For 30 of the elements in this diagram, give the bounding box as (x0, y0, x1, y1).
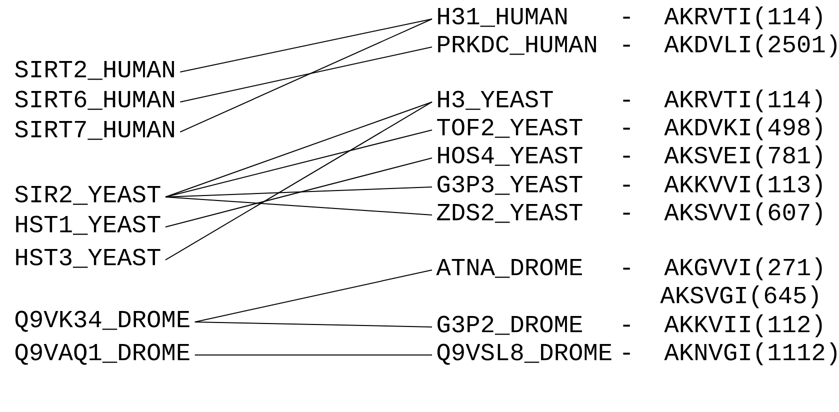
site-label: TOF2_YEAST - AKDVKI(498) (437, 117, 822, 140)
connector-line (180, 18, 432, 132)
site-label: H3_YEAST - AKRVTI(114) (438, 89, 822, 112)
connector-line (164, 158, 432, 228)
site-label: G3P2_DROME - AKKVII(112) (438, 314, 822, 338)
connector-line (164, 130, 432, 198)
site-label: ZDS2_YEAST - AKSVVI(607) (437, 202, 822, 226)
connector-line (180, 18, 432, 72)
connector-line (164, 196, 432, 216)
site-label: HOS4_YEAST - AKSVEI(781) (438, 145, 822, 168)
connector-line (194, 354, 432, 356)
connector-line (180, 46, 432, 102)
site-label: H31_HUMAN - AKRVTI(114) (438, 6, 822, 30)
protein-label: SIRT7_HUMAN (15, 120, 174, 140)
protein-label: HST3_YEAST (16, 248, 160, 268)
site-label: ATNA_DROME - AKGVVI(271) (436, 257, 822, 280)
protein-label: Q9VK34_DROME (15, 310, 190, 332)
site-label: AKSVGI(645) (660, 285, 818, 308)
site-label: G3P3_YEAST - AKKVVI(113) (438, 174, 822, 198)
protein-label: SIR2_YEAST (15, 186, 160, 205)
site-label: PRKDC_HUMAN - AKDVLI(2501) (438, 34, 836, 58)
protein-label: SIRT6_HUMAN (15, 90, 174, 110)
protein-label: HST1_YEAST (16, 216, 160, 235)
connector-line (194, 322, 432, 328)
connector-line (164, 102, 432, 198)
connector-line (164, 102, 432, 260)
site-label: Q9VSL8_DROME - AKNVGI(1112) (437, 342, 836, 366)
protein-label: SIRT2_HUMAN (15, 60, 174, 80)
protein-label: Q9VAQ1_DROME (15, 344, 190, 365)
connector-line (194, 269, 432, 322)
